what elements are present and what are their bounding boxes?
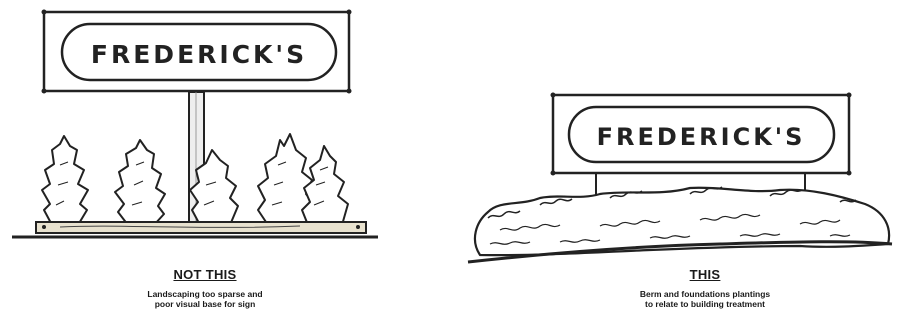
caption-line: Landscaping too sparse and: [147, 289, 263, 299]
sparse-shrubs: [41, 133, 349, 226]
caption-line: Berm and foundations plantings: [639, 289, 771, 299]
caption-heading: THIS: [689, 267, 721, 282]
sign-text: FREDERICK'S: [91, 40, 307, 69]
berm-ground-line: [467, 240, 893, 264]
shrub: [189, 149, 239, 226]
planter-box: [35, 221, 367, 234]
berm-planting: [467, 186, 893, 264]
sign-lozenge: [567, 105, 836, 164]
shrub: [301, 145, 349, 226]
caption-this: THIS Berm and foundations plantings to r…: [600, 267, 810, 309]
sign-lozenge: [60, 22, 338, 82]
caption-heading: NOT THIS: [173, 267, 237, 282]
sign-text: FREDERICK'S: [597, 123, 806, 151]
sign-not-this: FREDERICK'S: [41, 9, 352, 231]
caption-line: poor visual base for sign: [154, 299, 256, 309]
sign-this: FREDERICK'S: [550, 92, 852, 204]
caption-not-this: NOT THIS Landscaping too sparse and poor…: [110, 267, 300, 309]
caption-line: to relate to building treatment: [645, 299, 765, 309]
hedge: [473, 186, 891, 257]
shrub: [41, 135, 89, 226]
